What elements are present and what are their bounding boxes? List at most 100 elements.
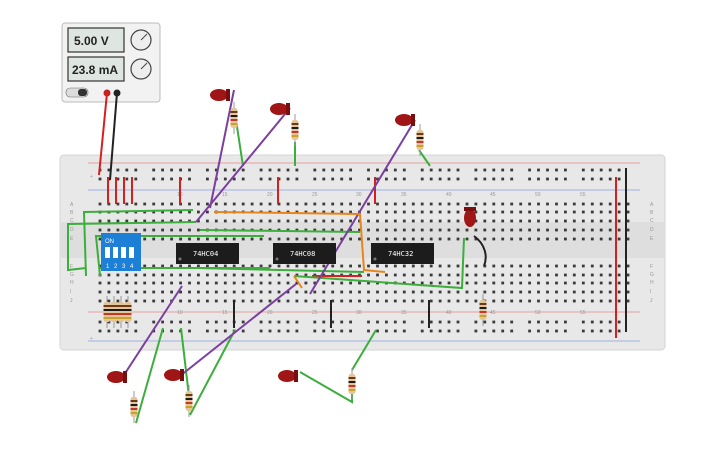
- breadboard-hole[interactable]: [456, 228, 460, 232]
- breadboard-hole[interactable]: [519, 202, 523, 206]
- breadboard-hole[interactable]: [501, 299, 505, 303]
- breadboard-hole[interactable]: [349, 177, 352, 181]
- resistor[interactable]: [479, 294, 487, 326]
- breadboard-hole[interactable]: [393, 329, 397, 333]
- breadboard-hole[interactable]: [134, 273, 138, 277]
- breadboard-hole[interactable]: [331, 290, 335, 294]
- breadboard-hole[interactable]: [555, 228, 558, 232]
- breadboard-hole[interactable]: [197, 219, 200, 223]
- breadboard-hole[interactable]: [223, 320, 227, 324]
- breadboard-hole[interactable]: [385, 210, 388, 214]
- breadboard-hole[interactable]: [143, 237, 147, 241]
- breadboard-hole[interactable]: [429, 299, 433, 303]
- breadboard-hole[interactable]: [411, 237, 415, 241]
- breadboard-hole[interactable]: [519, 290, 523, 294]
- breadboard-hole[interactable]: [358, 290, 361, 294]
- breadboard-hole[interactable]: [501, 237, 505, 241]
- breadboard-hole[interactable]: [474, 210, 478, 214]
- breadboard-hole[interactable]: [116, 273, 120, 277]
- breadboard-hole[interactable]: [197, 228, 200, 232]
- breadboard-hole[interactable]: [537, 168, 540, 172]
- breadboard-hole[interactable]: [438, 299, 442, 303]
- breadboard-hole[interactable]: [420, 299, 424, 303]
- breadboard-hole[interactable]: [206, 177, 209, 181]
- breadboard-hole[interactable]: [376, 290, 379, 294]
- breadboard-hole[interactable]: [304, 228, 308, 232]
- breadboard-hole[interactable]: [465, 281, 469, 285]
- breadboard-hole[interactable]: [447, 219, 451, 223]
- breadboard-hole[interactable]: [331, 237, 335, 241]
- breadboard-hole[interactable]: [590, 219, 594, 223]
- breadboard-hole[interactable]: [143, 210, 147, 214]
- breadboard-hole[interactable]: [376, 237, 379, 241]
- led-2[interactable]: [270, 103, 290, 115]
- wire-green[interactable]: [135, 327, 164, 424]
- breadboard-hole[interactable]: [349, 168, 352, 172]
- breadboard-hole[interactable]: [483, 219, 487, 223]
- breadboard-hole[interactable]: [456, 202, 460, 206]
- breadboard-hole[interactable]: [420, 290, 424, 294]
- breadboard-hole[interactable]: [572, 281, 576, 285]
- breadboard-hole[interactable]: [304, 210, 308, 214]
- breadboard-hole[interactable]: [134, 320, 138, 324]
- breadboard-hole[interactable]: [188, 273, 191, 277]
- breadboard-hole[interactable]: [134, 290, 138, 294]
- breadboard-hole[interactable]: [232, 168, 236, 172]
- breadboard-hole[interactable]: [376, 320, 379, 324]
- breadboard-hole[interactable]: [555, 329, 558, 333]
- breadboard-hole[interactable]: [438, 237, 442, 241]
- breadboard-hole[interactable]: [393, 273, 397, 277]
- breadboard-hole[interactable]: [116, 320, 120, 324]
- breadboard-hole[interactable]: [170, 210, 173, 214]
- breadboard-hole[interactable]: [599, 264, 603, 268]
- wire-purple[interactable]: [121, 285, 183, 379]
- breadboard-hole[interactable]: [528, 210, 531, 214]
- wire-green[interactable]: [199, 229, 361, 233]
- breadboard-hole[interactable]: [447, 168, 451, 172]
- breadboard-hole[interactable]: [277, 219, 281, 223]
- breadboard-hole[interactable]: [537, 273, 540, 277]
- breadboard-hole[interactable]: [161, 237, 164, 241]
- breadboard-hole[interactable]: [295, 202, 299, 206]
- breadboard-hole[interactable]: [250, 273, 254, 277]
- breadboard-hole[interactable]: [393, 168, 397, 172]
- breadboard-hole[interactable]: [268, 290, 272, 294]
- breadboard-hole[interactable]: [474, 228, 478, 232]
- breadboard-hole[interactable]: [492, 264, 496, 268]
- breadboard-hole[interactable]: [295, 228, 299, 232]
- breadboard-hole[interactable]: [581, 168, 585, 172]
- breadboard-hole[interactable]: [367, 210, 370, 214]
- breadboard-hole[interactable]: [510, 281, 514, 285]
- breadboard-hole[interactable]: [259, 219, 263, 223]
- breadboard-hole[interactable]: [259, 273, 263, 277]
- breadboard-hole[interactable]: [474, 299, 478, 303]
- breadboard-hole[interactable]: [429, 281, 433, 285]
- breadboard-hole[interactable]: [420, 219, 424, 223]
- breadboard-hole[interactable]: [528, 177, 531, 181]
- breadboard-hole[interactable]: [546, 273, 549, 277]
- breadboard-hole[interactable]: [349, 202, 352, 206]
- breadboard-hole[interactable]: [626, 273, 630, 277]
- breadboard-hole[interactable]: [590, 264, 594, 268]
- breadboard-hole[interactable]: [483, 237, 487, 241]
- breadboard-hole[interactable]: [447, 290, 451, 294]
- breadboard-hole[interactable]: [465, 202, 469, 206]
- breadboard-hole[interactable]: [295, 210, 299, 214]
- breadboard-hole[interactable]: [322, 210, 326, 214]
- breadboard-hole[interactable]: [125, 281, 129, 285]
- breadboard-hole[interactable]: [411, 219, 415, 223]
- breadboard-hole[interactable]: [179, 290, 182, 294]
- breadboard-hole[interactable]: [161, 177, 164, 181]
- breadboard-hole[interactable]: [617, 299, 621, 303]
- breadboard-hole[interactable]: [349, 264, 352, 268]
- breadboard-hole[interactable]: [617, 329, 621, 333]
- breadboard-hole[interactable]: [385, 273, 388, 277]
- breadboard-hole[interactable]: [438, 290, 442, 294]
- breadboard-hole[interactable]: [456, 273, 460, 277]
- breadboard-hole[interactable]: [197, 202, 200, 206]
- breadboard-hole[interactable]: [456, 320, 460, 324]
- breadboard-hole[interactable]: [581, 210, 585, 214]
- wire-black[interactable]: [473, 235, 487, 267]
- breadboard-hole[interactable]: [555, 237, 558, 241]
- breadboard-hole[interactable]: [483, 273, 487, 277]
